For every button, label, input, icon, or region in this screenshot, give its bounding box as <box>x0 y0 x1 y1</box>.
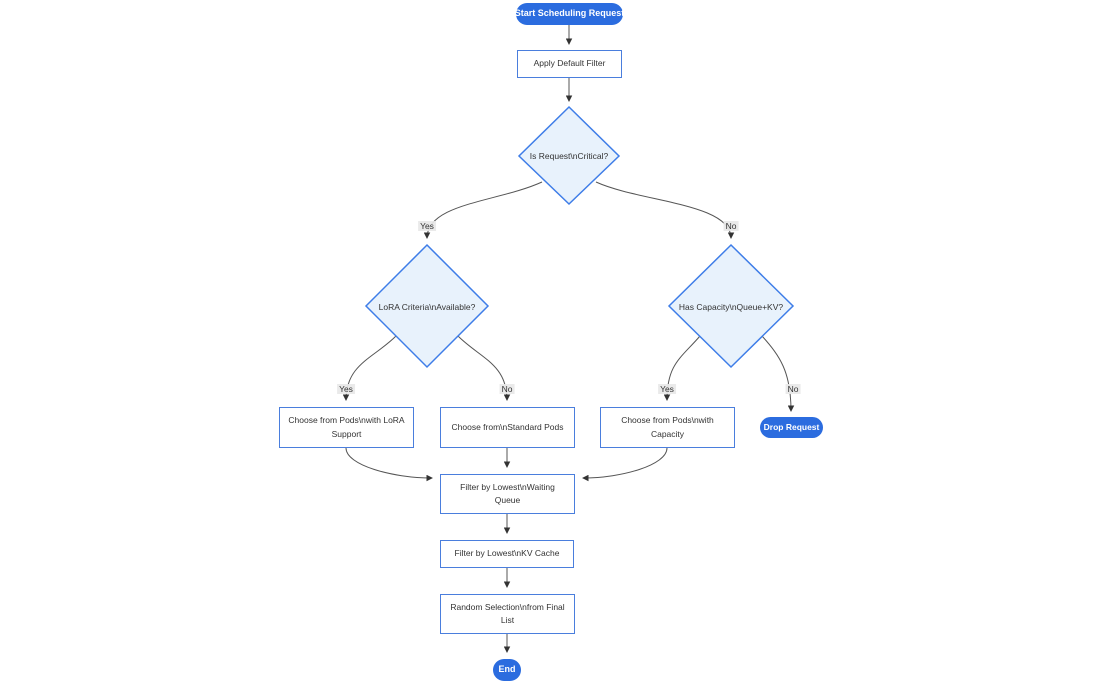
node-choose-capacity-pods: Choose from Pods\nwith Capacity <box>600 407 735 448</box>
decision-lora-criteria-shape <box>364 243 490 369</box>
node-choose-standard-pods: Choose from\nStandard Pods <box>440 407 575 448</box>
edge-label-critical-no: No <box>723 221 739 231</box>
edge-label-critical-yes: Yes <box>418 221 436 231</box>
node-random-selection: Random Selection\nfrom Final List <box>440 594 575 634</box>
decision-lora-criteria-label: LoRA Criteria\nAvailable? <box>378 302 476 312</box>
decision-has-capacity-shape <box>667 243 795 369</box>
edge-label-lora-no: No <box>499 384 515 394</box>
node-start-scheduling-request: Start Scheduling Request <box>515 3 624 25</box>
decision-is-request-critical-shape <box>517 105 621 206</box>
decision-is-request-critical-label: Is Request\nCritical? <box>529 151 609 161</box>
edge-label-capacity-yes: Yes <box>658 384 676 394</box>
edge-choosecapacity-to-filterqueue <box>582 447 668 482</box>
edge-critical-yes-to-lora <box>423 181 543 239</box>
edge-critical-no-to-capacity <box>595 181 735 239</box>
node-choose-lora-pods: Choose from Pods\nwith LoRA Support <box>279 407 414 448</box>
decision-has-capacity-label: Has Capacity\nQueue+KV? <box>678 302 784 312</box>
node-filter-kv-cache: Filter by Lowest\nKV Cache <box>440 540 574 568</box>
edge-capacity-no-to-drop <box>761 335 795 412</box>
node-filter-waiting-queue: Filter by Lowest\nWaiting Queue <box>440 474 575 514</box>
edge-label-lora-yes: Yes <box>337 384 355 394</box>
edge-chooselora-to-filterqueue <box>345 447 433 482</box>
node-end: End <box>493 659 521 681</box>
node-apply-default-filter: Apply Default Filter <box>517 50 622 78</box>
node-drop-request: Drop Request <box>760 417 823 438</box>
edge-label-capacity-no: No <box>785 384 801 394</box>
